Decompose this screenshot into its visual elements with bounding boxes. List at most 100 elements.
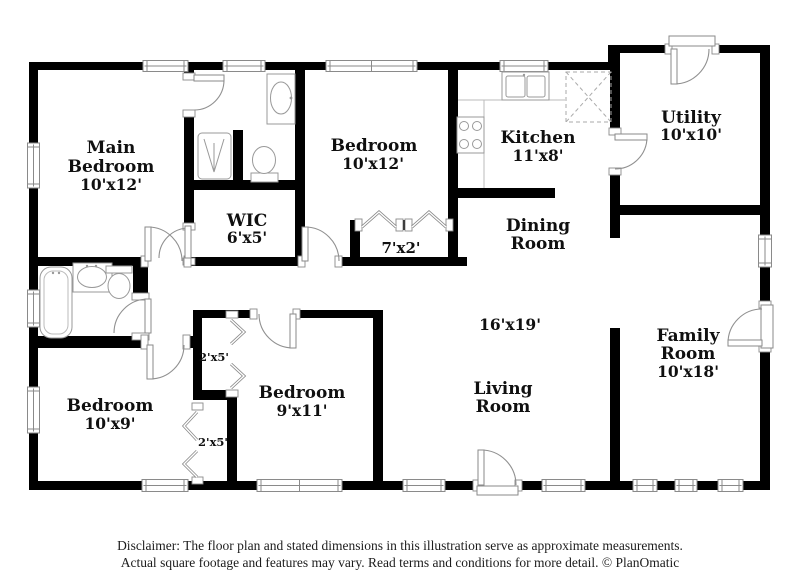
wall-segment [295, 70, 305, 266]
living-room-label: Room [476, 397, 531, 417]
closet-lower-dims: 2'x5' [198, 435, 228, 449]
door-leaf [301, 226, 309, 262]
bifold-door [411, 211, 447, 228]
wall-segment [188, 62, 223, 70]
faucet-dot [94, 264, 98, 268]
door-arc [149, 344, 185, 380]
dining-room-label: Dining [506, 216, 570, 236]
door-jamb [191, 476, 204, 485]
utility-dims: 10'x10' [660, 125, 722, 144]
closet-upper-dims: 2'x5' [199, 350, 229, 364]
wall-segment [712, 45, 770, 53]
faucet-dot [522, 73, 526, 77]
window [632, 479, 658, 492]
family-room-label: Room [661, 344, 716, 364]
toilet-bowl [252, 146, 276, 174]
room-labels: Main Bedroom 10'x12' Bedroom 10'x12' WIC… [67, 108, 722, 570]
stove [456, 116, 485, 154]
toilet-bowl [107, 273, 131, 299]
wall-segment [373, 310, 383, 481]
bathroom-sink [77, 266, 107, 288]
stove-burner [472, 121, 482, 131]
walls [29, 45, 770, 490]
door-jamb [395, 218, 404, 232]
door-jamb [404, 218, 413, 232]
stove-burner [459, 121, 469, 131]
wall-segment [743, 481, 770, 490]
wall-segment [188, 481, 257, 490]
door-jamb [182, 109, 196, 118]
door-arc [113, 298, 149, 334]
door-jamb [131, 332, 150, 341]
door-leaf [144, 298, 152, 334]
door-threshold [668, 35, 716, 47]
faucet-dot [57, 271, 61, 275]
door-threshold [760, 304, 774, 349]
wall-segment [29, 188, 38, 290]
wall-segment [445, 481, 480, 490]
fixtures [39, 71, 612, 339]
bedroom-top-dims: 10'x12' [342, 154, 404, 173]
hall-closet-dims: 7'x2' [381, 239, 420, 257]
shower-pattern [203, 138, 225, 173]
door-leaf [477, 449, 485, 486]
window [27, 386, 40, 434]
wall-segment [760, 345, 770, 490]
bifold-closet-doors [181, 209, 447, 479]
main-bedroom-label: Bedroom [68, 157, 155, 177]
wall-segment [697, 481, 718, 490]
window [27, 142, 40, 189]
window [717, 479, 744, 492]
disclaimer-line-1: Disclaimer: The floor plan and stated di… [117, 538, 683, 553]
wall-segment [233, 130, 243, 190]
bedroom-top-label: Bedroom [331, 136, 418, 156]
wall-segment [548, 62, 610, 70]
window [541, 479, 586, 492]
stove-burner [472, 139, 482, 149]
bifold-door [181, 410, 199, 442]
wall-segment [265, 62, 326, 70]
wall-segment [515, 481, 542, 490]
door-jamb [445, 218, 454, 232]
faucet-dot [85, 264, 89, 268]
toilet-tank [250, 172, 279, 183]
main-bedroom-label: Main [87, 138, 136, 158]
windows [27, 60, 772, 492]
window [222, 60, 266, 72]
wall-segment [29, 433, 38, 490]
bifold-door [229, 362, 247, 390]
door-arc [304, 226, 340, 262]
wall-segment [293, 310, 383, 318]
living-room-dims: 16'x19' [479, 315, 541, 334]
wall-segment [396, 220, 412, 230]
door-jamb [182, 334, 191, 350]
wall-segment [193, 390, 237, 400]
kitchen-sink-basin [505, 75, 526, 98]
kitchen-label: Kitchen [501, 128, 576, 148]
bedroom-right-dims: 9'x11' [276, 401, 327, 420]
disclaimer-line-2: Actual square footage and features may v… [121, 555, 680, 570]
door-arc [480, 449, 517, 486]
wall-segment [184, 110, 194, 230]
wall-segment [608, 45, 672, 53]
door-jamb [140, 334, 149, 350]
bifold-door [230, 319, 246, 345]
door-jamb [225, 389, 239, 398]
kitchen-dims: 11'x8' [512, 146, 563, 165]
wall-segment [227, 400, 237, 481]
toilet-tank [105, 265, 133, 274]
wall-segment [342, 481, 403, 490]
utility-label: Utility [661, 108, 722, 128]
wic-label: WIC [226, 211, 268, 231]
wall-segment [610, 328, 620, 481]
window [27, 289, 40, 328]
window [499, 60, 549, 72]
faucet-dot [289, 96, 293, 100]
wall-segment [29, 327, 38, 387]
wall-segment [657, 481, 675, 490]
door-jamb [191, 402, 204, 411]
bifold-door [230, 363, 246, 389]
door-leaf [193, 74, 225, 82]
door-arc [147, 226, 183, 262]
